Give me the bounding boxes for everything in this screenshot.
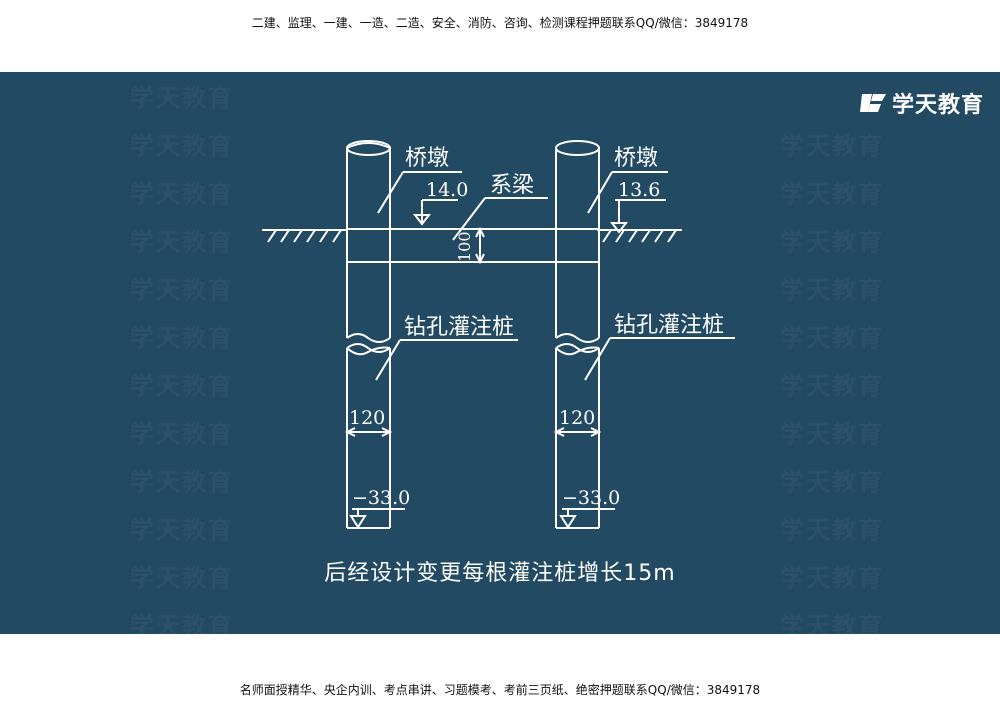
pile-elevation-diagram: 桥墩 桥墩 14.0 13.6 系梁 100 钻孔灌注桩 钻孔灌注桩 120 1… [262, 140, 735, 529]
elevation-marker-left-bottom [349, 508, 405, 529]
label-pier-right: 桥墩 [614, 146, 658, 171]
elevation-marker-right-top [609, 199, 666, 234]
xuetian-logo-icon [860, 94, 886, 112]
beam-height-dimension [475, 226, 485, 265]
header-note: 二建、监理、一建、一造、二造、安全、消防、咨询、检测课程押题联系QQ/微信：38… [251, 16, 749, 30]
slide-caption: 后经设计变更每根灌注桩增长15m [324, 561, 676, 586]
label-beam-height: 100 [455, 231, 474, 262]
tie-beam [346, 228, 600, 263]
leader-lines [375, 171, 735, 381]
pile-right [555, 262, 600, 529]
label-pier-left: 桥墩 [405, 146, 449, 171]
label-elev-left-top: 14.0 [426, 179, 468, 201]
label-dia-left: 120 [349, 407, 385, 429]
pier-column-left [346, 140, 391, 230]
pile-left [346, 262, 391, 529]
label-dia-right: 120 [559, 407, 595, 429]
label-elev-left-bottom: −33.0 [352, 487, 410, 509]
footer-note: 名师面授精华、央企内训、考点串讲、习题模考、考前三页纸、绝密押题联系QQ/微信：… [239, 683, 761, 697]
logo-text: 学天教育 [892, 93, 985, 118]
label-pile-right: 钻孔灌注桩 [614, 313, 724, 338]
elevation-marker-right-bottom [559, 508, 615, 529]
pier-column-right [555, 140, 600, 230]
brand-logo: 学天教育 [860, 88, 984, 118]
diameter-dimension-left [344, 427, 393, 437]
diameter-dimension-right [553, 427, 602, 437]
label-elev-right-bottom: −33.0 [562, 487, 620, 509]
label-pile-left: 钻孔灌注桩 [404, 315, 514, 340]
ground-line-right [597, 229, 682, 243]
label-beam: 系梁 [490, 173, 534, 198]
ground-line-left [262, 229, 347, 243]
elevation-marker-left-top [412, 214, 432, 226]
label-elev-right-top: 13.6 [618, 179, 660, 201]
